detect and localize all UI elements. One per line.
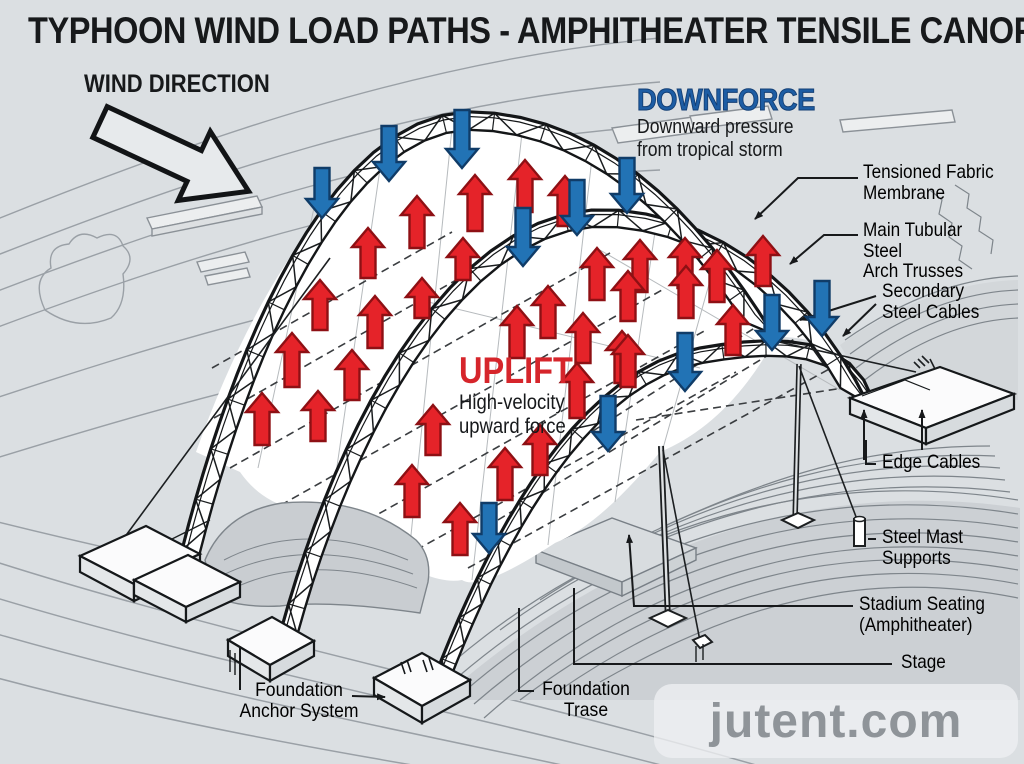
uplift-red-arrow xyxy=(441,501,479,557)
label-stadium-seating-amphitheater: Stadium Seating(Amphitheater) xyxy=(859,593,985,636)
masts-and-cables xyxy=(101,257,936,662)
uplift-red-arrow xyxy=(333,348,371,402)
uplift-red-arrow xyxy=(558,361,596,420)
uplift-red-arrow xyxy=(621,238,659,294)
uplift-red-arrow xyxy=(444,236,482,282)
downforce-blue-arrow xyxy=(370,124,408,183)
uplift-red-arrow xyxy=(578,246,616,302)
uplift-red-arrow xyxy=(667,264,705,320)
leader-lines xyxy=(239,177,926,701)
uplift-red-arrow xyxy=(744,234,782,288)
uplift-red-arrow xyxy=(698,248,736,304)
downforce-blue-arrow xyxy=(303,166,341,220)
stage-drawing xyxy=(534,517,698,598)
uplift-red-arrow xyxy=(243,391,281,447)
uplift-red-arrow xyxy=(349,226,387,280)
uplift-red-arrow xyxy=(609,333,647,389)
arch-truss-middle xyxy=(272,208,870,662)
load-arrows xyxy=(243,108,841,557)
stadium-seating-drawing xyxy=(440,184,1020,719)
watermark-text: jutent.com xyxy=(709,694,963,748)
uplift-red-arrow xyxy=(299,389,337,443)
downforce-blue-arrow xyxy=(504,206,542,268)
uplift-red-arrow xyxy=(714,303,752,357)
uplift-desc-line2: upward force xyxy=(459,415,566,439)
downforce-desc-line1: Downward pressure xyxy=(637,116,794,138)
downforce-title: DOWNFORCE xyxy=(637,82,816,117)
uplift-red-arrow xyxy=(486,446,524,502)
wind-direction-arrow xyxy=(89,103,253,204)
uplift-red-arrow xyxy=(393,463,431,519)
downforce-annotation: DOWNFORCE Downward pressure from tropica… xyxy=(637,84,839,161)
uplift-red-arrow xyxy=(609,269,647,323)
downforce-blue-arrow xyxy=(470,501,508,555)
downforce-blue-arrow xyxy=(608,156,646,215)
downforce-blue-arrow xyxy=(753,293,791,352)
walkway-slabs xyxy=(145,105,956,286)
uplift-red-arrow xyxy=(398,194,436,250)
uplift-red-arrow xyxy=(529,284,567,340)
foundation-blocks xyxy=(77,365,1018,725)
uplift-red-arrow xyxy=(456,173,494,233)
label-stage: Stage xyxy=(901,651,946,673)
downforce-desc-line2: from tropical storm xyxy=(637,139,783,161)
uplift-red-arrow xyxy=(403,276,441,320)
label-edge-cables: Edge Cables xyxy=(882,451,981,473)
uplift-red-arrow xyxy=(564,311,602,365)
downforce-blue-arrow xyxy=(589,394,627,453)
uplift-desc-line1: High-velocity xyxy=(459,391,565,414)
downforce-blue-arrow xyxy=(803,279,841,338)
uplift-red-arrow xyxy=(414,403,452,457)
uplift-title: UPLIFT xyxy=(459,350,573,391)
wind-direction-label: WIND DIRECTION xyxy=(84,70,270,98)
downforce-blue-arrow xyxy=(443,108,481,170)
downforce-blue-arrow xyxy=(558,178,596,237)
uplift-red-arrow xyxy=(498,304,536,360)
arch-truss-rear xyxy=(424,339,875,706)
uplift-red-arrow xyxy=(521,423,559,477)
uplift-red-arrow xyxy=(301,278,339,332)
watermark-badge: jutent.com xyxy=(654,684,1018,758)
uplift-red-arrow xyxy=(356,294,394,350)
uplift-annotation: UPLIFT High-velocity upward force xyxy=(459,352,588,438)
downforce-blue-arrow xyxy=(666,331,704,393)
diagram-title: TYPHOON WIND LOAD PATHS - AMPHITHEATER T… xyxy=(28,10,1024,51)
uplift-red-arrow xyxy=(273,331,311,389)
